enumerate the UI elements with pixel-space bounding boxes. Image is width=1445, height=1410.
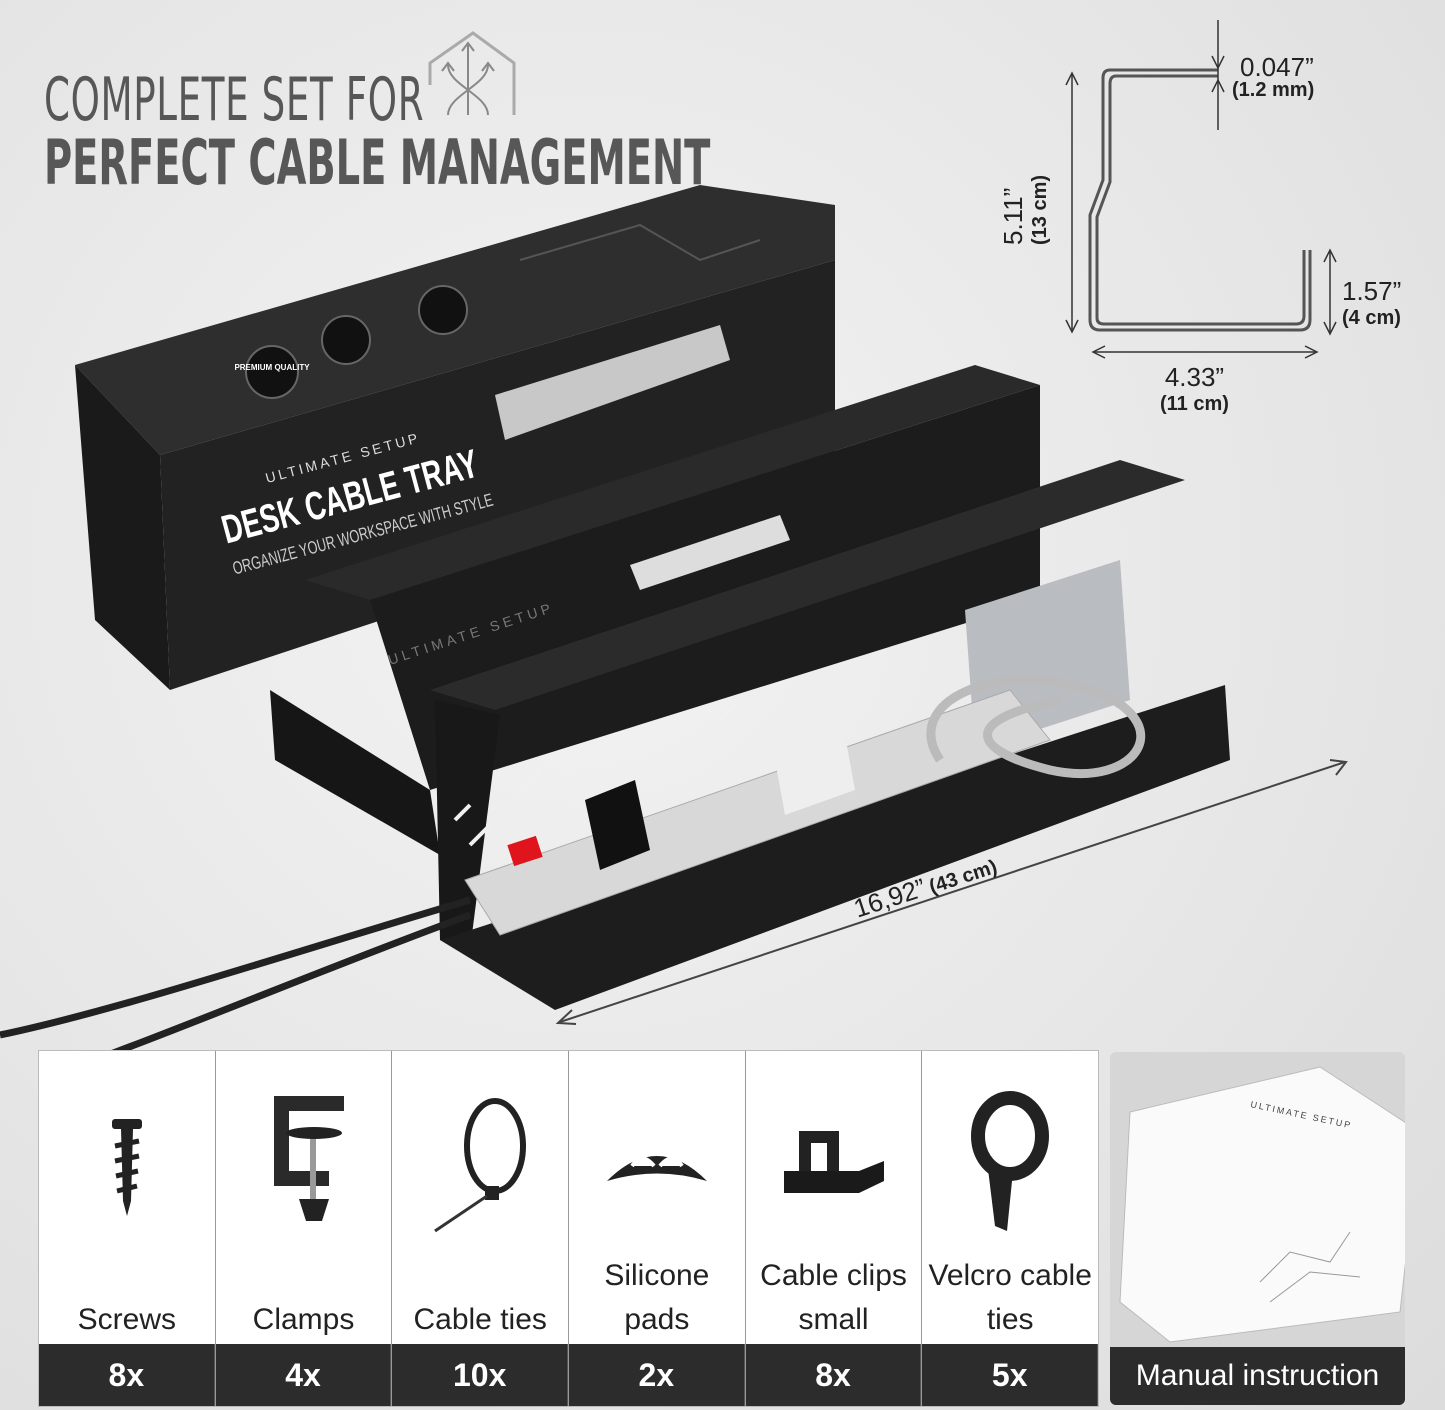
power-strip	[464, 689, 1051, 936]
accessory-name: Clamps	[252, 1302, 355, 1336]
headline-line2: PERFECT CABLE MANAGEMENT	[44, 126, 711, 199]
cables	[0, 896, 472, 1050]
length-dimension-line	[555, 759, 1348, 1025]
accessory-count: 8x	[745, 1344, 922, 1406]
headline-line1: COMPLETE SET FOR	[44, 65, 425, 135]
screw-icon	[111, 1119, 142, 1216]
accessory-count: 4x	[215, 1344, 392, 1406]
clamp-icon	[273, 1096, 344, 1221]
height-metric: (13 cm)	[1029, 174, 1051, 245]
manual-panel: ULTIMATE SETUP Manual instruction	[1110, 1052, 1405, 1405]
thickness-dimension: 0.047” (1.2 mm)	[1232, 52, 1314, 102]
accessory-silicone-pads: Silicone pads 2x	[569, 1051, 746, 1406]
accessory-name: Cable clips small	[760, 1259, 907, 1336]
accessory-cable-ties: Cable ties 10x	[392, 1051, 570, 1406]
depth-imperial: 4.33”	[1164, 362, 1225, 392]
power-switch	[507, 835, 543, 867]
accessory-count: 8x	[39, 1344, 215, 1406]
cable-management-logo-icon	[428, 31, 516, 116]
premium-badge: PREMIUM QUALITY	[234, 363, 310, 372]
cable-tie-icon	[434, 1098, 527, 1233]
thickness-metric: (1.2 mm)	[1232, 79, 1315, 101]
headline: COMPLETE SET FOR PERFECT CABLE MANAGEMEN…	[44, 70, 710, 194]
thickness-imperial: 0.047”	[1240, 52, 1314, 82]
accessory-screws: Screws 8x	[39, 1051, 216, 1406]
manual-label: Manual instruction	[1110, 1347, 1405, 1405]
manual-booklet: ULTIMATE SETUP	[1119, 1066, 1405, 1343]
cable-coil	[926, 675, 1146, 779]
velcro-tie-icon	[971, 1091, 1050, 1231]
height-dimension: 5.11” (13 cm)	[998, 175, 1052, 245]
depth-metric: (11 cm)	[1160, 393, 1229, 415]
accessory-count: 2x	[569, 1344, 745, 1406]
accessory-name: Cable ties	[413, 1302, 547, 1336]
accessory-velcro-ties: Velcro cable ties 5x	[922, 1051, 1099, 1406]
lip-imperial: 1.57”	[1342, 276, 1402, 306]
accessory-count: 5x	[922, 1344, 1099, 1406]
accessory-count: 10x	[392, 1344, 569, 1406]
accessory-name: Silicone pads	[604, 1259, 710, 1336]
accessories-panel: Screws 8x Clamps 4x Cable ties 10x Silic…	[38, 1050, 1099, 1407]
depth-dimension: 4.33” (11 cm)	[1160, 362, 1229, 416]
cross-section-diagram	[1088, 68, 1312, 332]
product-scene: PREMIUM QUALITY ULTIMATE SETUP DESK CABL…	[0, 20, 1348, 1050]
lip-dimension: 1.57” (4 cm)	[1342, 276, 1401, 330]
accessory-clamps: Clamps 4x	[215, 1051, 393, 1406]
lip-metric: (4 cm)	[1342, 307, 1401, 329]
accessory-name: Velcro cable ties	[928, 1259, 1092, 1336]
cable-clip-icon	[783, 1131, 884, 1193]
accessory-cable-clips: Cable clips small 8x	[745, 1051, 923, 1406]
height-imperial: 5.11”	[998, 187, 1028, 245]
silicone-pad-icon	[606, 1156, 707, 1181]
accessory-name: Screws	[77, 1302, 177, 1336]
